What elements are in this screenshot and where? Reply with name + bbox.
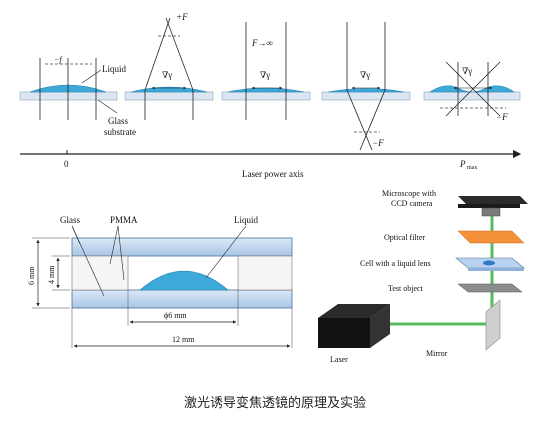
focal-label: F→∞ [251, 38, 273, 48]
dim-drop-label: ϕ6 mm [164, 311, 187, 320]
liquid-drop [227, 87, 305, 93]
liquid-label: Liquid [102, 64, 126, 74]
leader-line [205, 225, 247, 279]
axis-title: Laser power axis [242, 169, 304, 179]
stage-2: +F ∇γ [124, 12, 214, 120]
laser-label: Laser [330, 355, 348, 364]
leader-line [117, 225, 125, 281]
laser-power-axis: 0 P max Laser power axis [20, 149, 522, 179]
microscope-lens [481, 207, 501, 217]
optical-filter [457, 230, 525, 244]
glass-label: Glass [60, 215, 80, 225]
ray [165, 17, 194, 91]
cell-label: Cell with a liquid lens [360, 259, 431, 268]
axis-origin-label: 0 [64, 159, 69, 169]
glass-substrate [124, 91, 214, 101]
ray [346, 89, 373, 151]
gradient-label: ∇γ [162, 70, 172, 80]
microscope-label: CCD camera [391, 199, 433, 208]
stage-3: F→∞ ∇γ [221, 22, 311, 120]
substrate-label: Glass [108, 116, 128, 126]
gradient-label: ∇γ [260, 70, 270, 80]
stage-4: −F ∇γ [321, 22, 411, 151]
microscope-body [458, 196, 528, 204]
laser-side [370, 304, 390, 348]
ray [359, 89, 386, 151]
gradient-label: ∇γ [462, 66, 472, 76]
focal-label: −F [496, 112, 508, 122]
liquid-label: Liquid [234, 215, 258, 225]
axis-end-sub: max [467, 165, 477, 171]
stage-5: −F ∇γ [423, 61, 521, 122]
liquid-drop [139, 270, 229, 291]
glass-bottom [71, 289, 293, 309]
laser-front [318, 318, 370, 348]
microscope-label: Microscope with [382, 189, 436, 198]
dim-width-label: 12 mm [172, 335, 195, 344]
glass-substrate [19, 91, 118, 101]
glass-top [71, 237, 293, 257]
pmma-label: PMMA [110, 215, 138, 225]
filter-label: Optical filter [384, 233, 425, 242]
liquid-drop [327, 88, 405, 93]
figure-caption: 激光诱导变焦透镜的原理及实验 [183, 396, 366, 411]
liquid-lens [483, 260, 495, 266]
cell-cross-section: Glass PMMA Liquid 6 mm 4 mm ϕ6 mm 12 mm [27, 215, 293, 348]
cell-plate [468, 268, 524, 271]
object-label: Test object [388, 284, 424, 293]
glass-substrate [221, 91, 311, 101]
microscope-body [458, 204, 520, 208]
pmma-left [71, 255, 129, 291]
focal-label: −F [372, 138, 384, 148]
leader-line [81, 69, 102, 84]
pmma-right [237, 255, 293, 291]
dim-outer-label: 6 mm [27, 266, 36, 285]
substrate-label: substrate [104, 127, 136, 137]
liquid-drop [429, 85, 515, 93]
test-object [457, 283, 523, 293]
leader-line [109, 225, 119, 265]
mirror-label: Mirror [426, 349, 448, 358]
axis-end-label: P [459, 159, 466, 169]
stage-1: −f Liquid Glass substrate [19, 55, 136, 137]
focal-label: +F [176, 12, 188, 22]
focal-label: −f [54, 55, 63, 64]
dim-inner-label: 4 mm [47, 265, 56, 284]
leader-line [71, 225, 105, 297]
experimental-setup: Microscope with CCD camera Optical filte… [318, 189, 528, 364]
glass-substrate [321, 91, 411, 101]
glass-substrate [423, 91, 521, 101]
ray [144, 17, 171, 91]
laser-top [318, 304, 390, 318]
mirror [485, 299, 501, 351]
gradient-label: ∇γ [360, 70, 370, 80]
leader-line [97, 99, 118, 114]
